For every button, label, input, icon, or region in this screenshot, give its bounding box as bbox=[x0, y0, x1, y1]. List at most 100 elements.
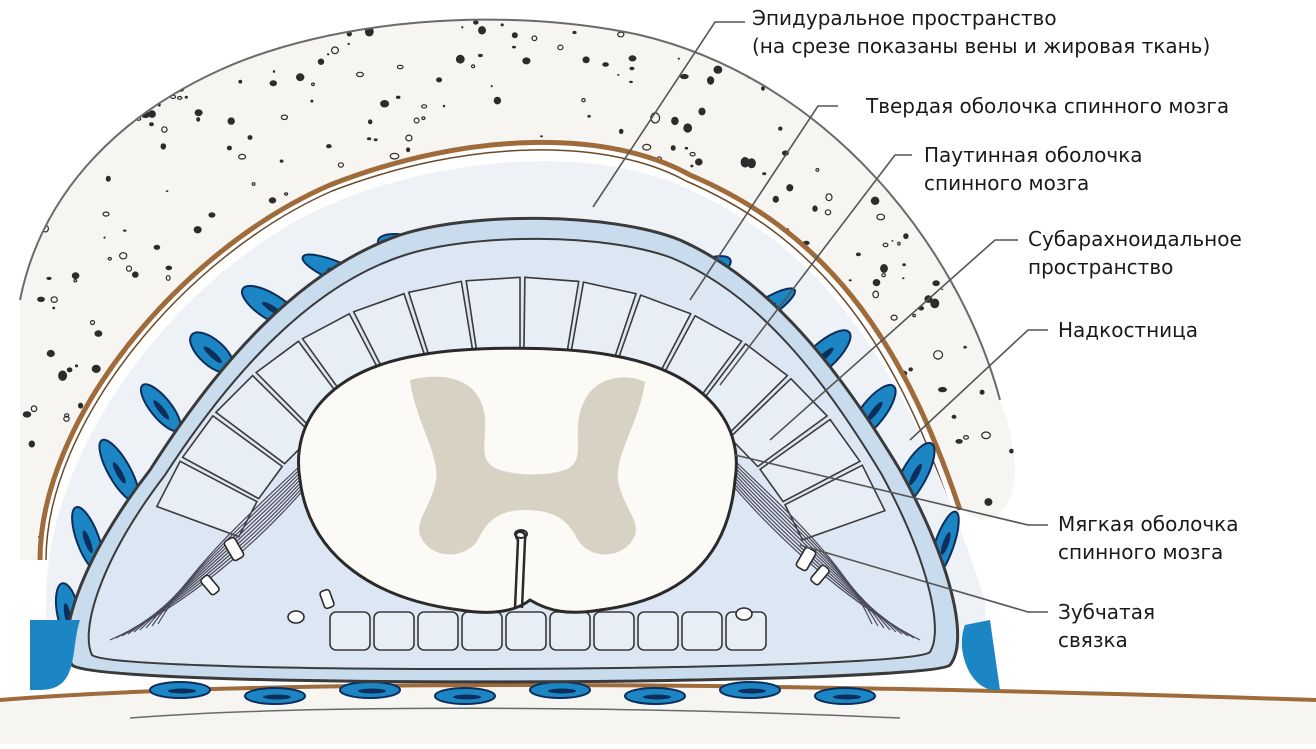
label-dura-line-1: Твердая оболочка спинного мозга bbox=[866, 92, 1229, 120]
bone-pore bbox=[75, 22, 82, 27]
bone-pore bbox=[478, 26, 486, 34]
bone-pore bbox=[778, 127, 782, 131]
bone-pore bbox=[166, 190, 169, 192]
bone-pore bbox=[1009, 449, 1014, 454]
bone-pore bbox=[714, 66, 723, 74]
bone-pore bbox=[980, 390, 985, 395]
bone-pore bbox=[941, 251, 949, 256]
epidural-vein bbox=[435, 688, 495, 704]
label-denticulate-ligament: Зубчатая связка bbox=[1058, 598, 1155, 654]
bone-pore bbox=[671, 145, 676, 151]
bone-pore bbox=[247, 20, 253, 27]
bone-pore bbox=[849, 279, 852, 281]
trabecula-cell bbox=[594, 612, 634, 650]
bone-pore bbox=[72, 272, 80, 279]
bone-pore bbox=[725, 26, 729, 29]
bone-pore bbox=[473, 20, 479, 24]
trabecula-cell bbox=[638, 612, 678, 650]
bone-pore bbox=[494, 97, 501, 105]
bone-pore bbox=[1003, 405, 1011, 410]
bone-pore bbox=[984, 498, 992, 506]
bone-pore bbox=[268, 227, 274, 230]
bone-pore bbox=[75, 364, 78, 367]
bone-pore bbox=[280, 160, 284, 163]
bone-pore bbox=[696, 182, 698, 183]
bone-pore bbox=[406, 147, 410, 152]
label-periosteum-line-1: Надкостница bbox=[1058, 316, 1198, 344]
label-arachnoid-line-2: спинного мозга bbox=[924, 169, 1143, 197]
bone-pore bbox=[124, 85, 131, 92]
bone-pore bbox=[835, 76, 839, 80]
bone-pore bbox=[33, 85, 37, 90]
label-denticulate-line-1: Зубчатая bbox=[1058, 598, 1155, 626]
bone-pore bbox=[24, 205, 30, 209]
bone-pore bbox=[685, 147, 688, 150]
bone-pore bbox=[786, 184, 793, 191]
bone-pore bbox=[932, 280, 939, 286]
label-denticulate-line-2: связка bbox=[1058, 626, 1155, 654]
bone-pore bbox=[90, 134, 93, 136]
bone-pore bbox=[695, 158, 703, 165]
lateral-recess-left bbox=[30, 620, 80, 690]
bone-pore bbox=[55, 117, 63, 123]
trabecula-cell bbox=[682, 612, 722, 650]
bone-pore bbox=[47, 132, 55, 140]
bone-pore bbox=[185, 96, 188, 99]
bone-pore bbox=[683, 37, 690, 42]
bone-pore bbox=[619, 129, 624, 134]
bone-pore bbox=[105, 91, 110, 96]
bone-pore bbox=[961, 65, 965, 68]
bone-pore bbox=[436, 77, 442, 82]
bone-pore bbox=[150, 78, 158, 87]
bone-pore bbox=[908, 367, 913, 371]
bone-pore bbox=[671, 117, 679, 125]
bone-pore bbox=[955, 439, 962, 444]
label-pia-mater: Мягкая оболочка спинного мозга bbox=[1058, 510, 1239, 566]
bone-pore bbox=[741, 157, 750, 168]
bone-pore bbox=[104, 237, 106, 239]
label-arachnoid-mater: Паутинная оболочка спинного мозга bbox=[924, 141, 1143, 197]
bone-pore bbox=[491, 85, 493, 87]
trabecula-cell bbox=[462, 612, 502, 650]
bone-pore bbox=[673, 23, 675, 25]
bone-pore bbox=[380, 100, 389, 107]
bone-pore bbox=[1006, 385, 1013, 391]
bone-pore bbox=[106, 176, 111, 182]
label-periosteum: Надкостница bbox=[1058, 316, 1198, 344]
bone-pore bbox=[132, 271, 139, 277]
bone-pore bbox=[371, 185, 374, 188]
label-subarachnoid-line-1: Субарахноидальное bbox=[1028, 225, 1242, 253]
bone-pore bbox=[880, 264, 888, 273]
bone-pore bbox=[238, 80, 242, 84]
bone-pore bbox=[1007, 254, 1015, 261]
bone-pore bbox=[478, 54, 483, 57]
bone-pore bbox=[367, 137, 371, 140]
bone-pore bbox=[678, 58, 680, 60]
bone-pore bbox=[195, 109, 203, 116]
epidural-vein bbox=[530, 682, 590, 698]
bone-pore bbox=[853, 113, 856, 115]
bone-pore bbox=[228, 117, 235, 124]
bone-pore bbox=[906, 198, 910, 200]
bone-pore bbox=[932, 79, 939, 83]
bone-pore bbox=[812, 205, 817, 211]
bone-pore bbox=[629, 67, 634, 70]
bone-pore bbox=[522, 57, 530, 64]
epidural-vein bbox=[815, 688, 875, 704]
bone-pore bbox=[123, 27, 126, 30]
bone-pore bbox=[53, 35, 62, 42]
bone-pore bbox=[208, 212, 215, 217]
bone-pore bbox=[269, 197, 276, 203]
bone-pore bbox=[194, 226, 202, 233]
label-epidural-line-1: Эпидуральное пространство bbox=[752, 4, 1210, 32]
bone-pore bbox=[23, 411, 32, 417]
bone-pore bbox=[501, 23, 504, 26]
epidural-vein bbox=[245, 688, 305, 704]
bone-pore bbox=[92, 365, 101, 373]
bone-pore bbox=[873, 279, 881, 286]
bone-pore bbox=[368, 119, 372, 124]
bone-pore bbox=[47, 31, 56, 40]
bone-pore bbox=[301, 18, 306, 22]
bone-pore bbox=[443, 105, 445, 108]
